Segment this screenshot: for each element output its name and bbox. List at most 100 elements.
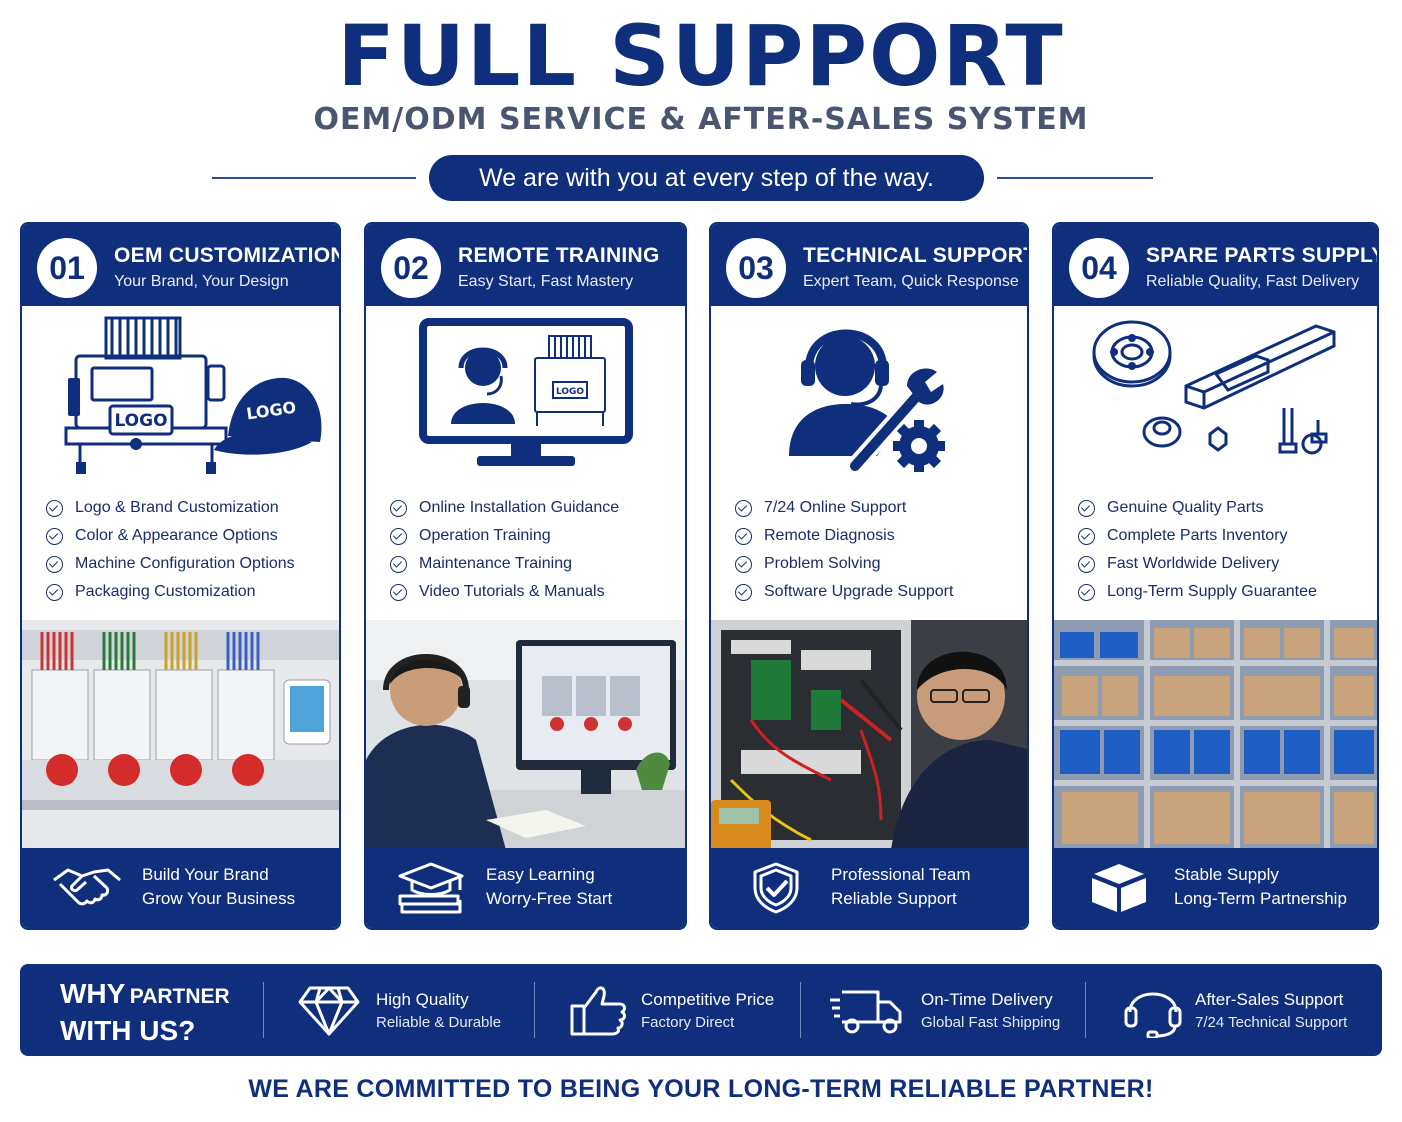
handshake-icon xyxy=(53,868,121,906)
card-tagline: Reliable Quality, Fast Delivery xyxy=(1146,273,1360,290)
card-spare-parts-supply: 04 SPARE PARTS SUPPLY Reliable Quality, … xyxy=(1052,222,1379,930)
check-circle-icon xyxy=(390,499,407,517)
machine-logo-text: LOGO xyxy=(114,411,167,431)
check-circle-icon xyxy=(735,583,752,601)
footer-line2: Long-Term Partnership xyxy=(1174,889,1347,908)
card-title: OEM CUSTOMIZATION xyxy=(114,244,341,267)
page-subtitle: OEM/ODM SERVICE & AFTER-SALES SYSTEM xyxy=(313,102,1089,137)
card-number: 04 xyxy=(1069,238,1129,298)
card-number: 02 xyxy=(381,238,441,298)
why-item-delivery: On-Time Delivery Global Fast Shipping xyxy=(828,964,1078,1056)
box-icon xyxy=(1092,864,1146,912)
check-circle-icon xyxy=(390,527,407,545)
divider-left xyxy=(212,177,416,179)
graduation-cap-book-icon xyxy=(398,862,464,914)
divider xyxy=(800,982,801,1038)
bearing-rail-bolts-icon xyxy=(1054,316,1377,481)
list-item: Online Installation Guidance xyxy=(390,494,619,522)
why-partner-bar: WHY PARTNER WITH US? High Quality Reliab… xyxy=(20,964,1382,1056)
page-title: FULL SUPPORT xyxy=(337,7,1065,105)
warehouse-shelves-photo xyxy=(1054,620,1377,850)
card-header: 04 SPARE PARTS SUPPLY Reliable Quality, … xyxy=(1054,224,1377,306)
card-tagline: Your Brand, Your Design xyxy=(114,273,289,290)
feature-list: Logo & Brand Customization Color & Appea… xyxy=(46,494,295,606)
card-number: 01 xyxy=(37,238,97,298)
tagline-banner: We are with you at every step of the way… xyxy=(0,155,1402,201)
why-title: WHY PARTNER WITH US? xyxy=(60,978,230,1046)
check-circle-icon xyxy=(46,527,63,545)
footer-line2: Reliable Support xyxy=(831,889,957,908)
check-circle-icon xyxy=(46,555,63,573)
engineer-remote-training-photo xyxy=(366,620,685,850)
list-item: Complete Parts Inventory xyxy=(1078,522,1317,550)
check-circle-icon xyxy=(735,555,752,573)
thumbs-up-icon xyxy=(570,986,626,1036)
tagline-pill: We are with you at every step of the way… xyxy=(429,155,984,201)
divider-right xyxy=(997,177,1153,179)
check-circle-icon xyxy=(735,527,752,545)
check-circle-icon xyxy=(1078,583,1095,601)
why-item-title: High Quality xyxy=(376,990,469,1009)
card-tagline: Expert Team, Quick Response xyxy=(803,273,1019,290)
why-item-title: After-Sales Support xyxy=(1195,990,1344,1009)
list-item: Operation Training xyxy=(390,522,619,550)
card-remote-training: 02 REMOTE TRAINING Easy Start, Fast Mast… xyxy=(364,222,687,930)
list-item: 7/24 Online Support xyxy=(735,494,953,522)
card-header: 03 TECHNICAL SUPPORT Expert Team, Quick … xyxy=(711,224,1027,306)
list-item: Genuine Quality Parts xyxy=(1078,494,1317,522)
why-item-title: Competitive Price xyxy=(641,990,775,1009)
why-item-subtitle: Reliable & Durable xyxy=(376,1014,502,1031)
headset-icon xyxy=(1124,992,1182,1038)
divider xyxy=(534,982,535,1038)
list-item: Video Tutorials & Manuals xyxy=(390,578,619,606)
embroidery-machine-and-cap-icon: LOGO LOGO xyxy=(22,316,339,481)
why-item-price: Competitive Price Factory Direct xyxy=(568,964,808,1056)
why-item-subtitle: Factory Direct xyxy=(641,1014,735,1031)
why-item-after-sales: After-Sales Support 7/24 Technical Suppo… xyxy=(1122,964,1372,1056)
support-agent-wrench-gear-icon xyxy=(711,316,1027,481)
card-tagline: Easy Start, Fast Mastery xyxy=(458,273,634,290)
footer-line1: Stable Supply xyxy=(1174,865,1279,884)
card-footer: Professional Team Reliable Support xyxy=(711,848,1027,928)
check-circle-icon xyxy=(390,583,407,601)
list-item: Long-Term Supply Guarantee xyxy=(1078,578,1317,606)
shield-check-icon xyxy=(753,862,799,914)
check-circle-icon xyxy=(1078,555,1095,573)
diamond-icon xyxy=(298,986,360,1036)
screen-logo-text: LOGO xyxy=(555,387,583,397)
divider xyxy=(263,982,264,1038)
list-item: Remote Diagnosis xyxy=(735,522,953,550)
delivery-truck-icon xyxy=(830,990,902,1034)
check-circle-icon xyxy=(46,499,63,517)
feature-list: 7/24 Online Support Remote Diagnosis Pro… xyxy=(735,494,953,606)
monitor-with-headset-trainer-icon: LOGO xyxy=(366,316,685,481)
why-item-title: On-Time Delivery xyxy=(921,990,1053,1009)
feature-list: Genuine Quality Parts Complete Parts Inv… xyxy=(1078,494,1317,606)
card-oem-customization: 01 OEM CUSTOMIZATION Your Brand, Your De… xyxy=(20,222,341,930)
list-item: Logo & Brand Customization xyxy=(46,494,295,522)
check-circle-icon xyxy=(46,583,63,601)
card-header: 02 REMOTE TRAINING Easy Start, Fast Mast… xyxy=(366,224,685,306)
technician-testing-electrical-cabinet-photo xyxy=(711,620,1027,850)
card-footer: Build Your Brand Grow Your Business xyxy=(22,848,339,928)
check-circle-icon xyxy=(735,499,752,517)
closing-statement: WE ARE COMMITTED TO BEING YOUR LONG-TERM… xyxy=(248,1075,1154,1103)
footer-line2: Grow Your Business xyxy=(142,889,296,908)
divider xyxy=(1085,982,1086,1038)
list-item: Problem Solving xyxy=(735,550,953,578)
list-item: Machine Configuration Options xyxy=(46,550,295,578)
check-circle-icon xyxy=(390,555,407,573)
list-item: Software Upgrade Support xyxy=(735,578,953,606)
why-item-subtitle: Global Fast Shipping xyxy=(921,1014,1061,1031)
list-item: Fast Worldwide Delivery xyxy=(1078,550,1317,578)
card-footer: Easy Learning Worry-Free Start xyxy=(366,848,685,928)
card-header: 01 OEM CUSTOMIZATION Your Brand, Your De… xyxy=(22,224,339,306)
feature-list: Online Installation Guidance Operation T… xyxy=(390,494,619,606)
multi-head-embroidery-machine-photo xyxy=(22,620,339,850)
footer-line2: Worry-Free Start xyxy=(486,889,613,908)
card-footer: Stable Supply Long-Term Partnership xyxy=(1054,848,1377,928)
card-technical-support: 03 TECHNICAL SUPPORT Expert Team, Quick … xyxy=(709,222,1029,930)
footer-line1: Build Your Brand xyxy=(142,865,269,884)
card-title: SPARE PARTS SUPPLY xyxy=(1146,244,1379,267)
list-item: Packaging Customization xyxy=(46,578,295,606)
